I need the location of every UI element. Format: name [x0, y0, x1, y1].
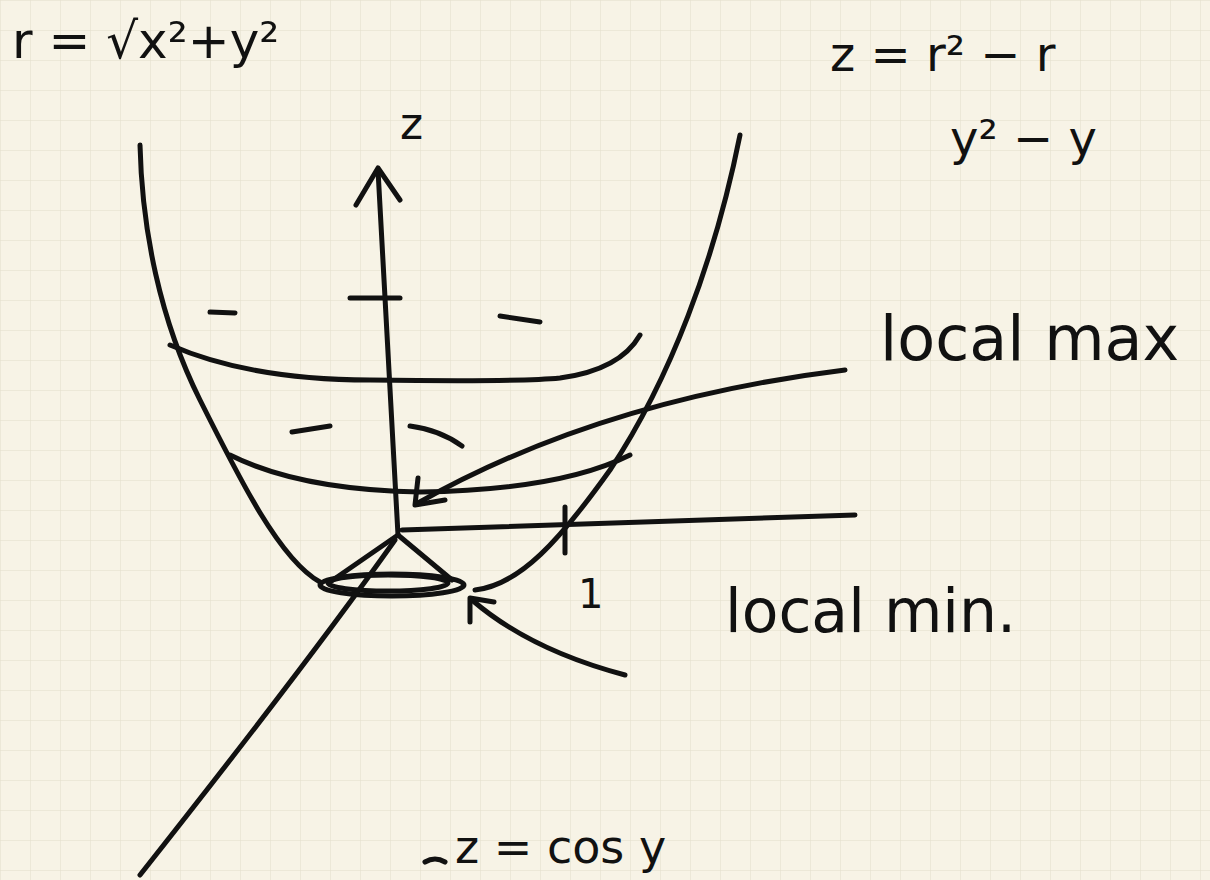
tick-mark — [563, 507, 568, 553]
axis-label: z — [400, 100, 423, 148]
tick-label: 1 — [578, 572, 603, 616]
formula-label: y² − y — [950, 112, 1097, 165]
axis-arrowhead — [356, 168, 400, 205]
formula-label: z = cos y — [455, 822, 666, 873]
squiggle-mark — [425, 859, 445, 862]
leader-arrowhead — [415, 478, 445, 505]
z-axis — [378, 170, 398, 535]
leader-line — [418, 370, 845, 503]
leader-arrowhead — [470, 598, 494, 622]
formula-label: r = √x²+y² — [12, 14, 279, 69]
hidden-dash — [410, 426, 462, 446]
formula-label: z = r² − r — [830, 28, 1055, 81]
level-curve — [230, 455, 630, 492]
cos-curve — [140, 540, 395, 875]
min-ring — [328, 575, 448, 591]
max-level-line — [402, 515, 855, 530]
hidden-dash — [210, 312, 235, 313]
min-ring — [320, 574, 464, 596]
hidden-dash — [500, 316, 540, 322]
hidden-dash — [350, 296, 400, 301]
annotation-label: local max — [880, 305, 1180, 373]
annotation-label: local min. — [725, 578, 1016, 644]
hidden-dash — [292, 426, 330, 432]
level-curve — [170, 335, 640, 381]
